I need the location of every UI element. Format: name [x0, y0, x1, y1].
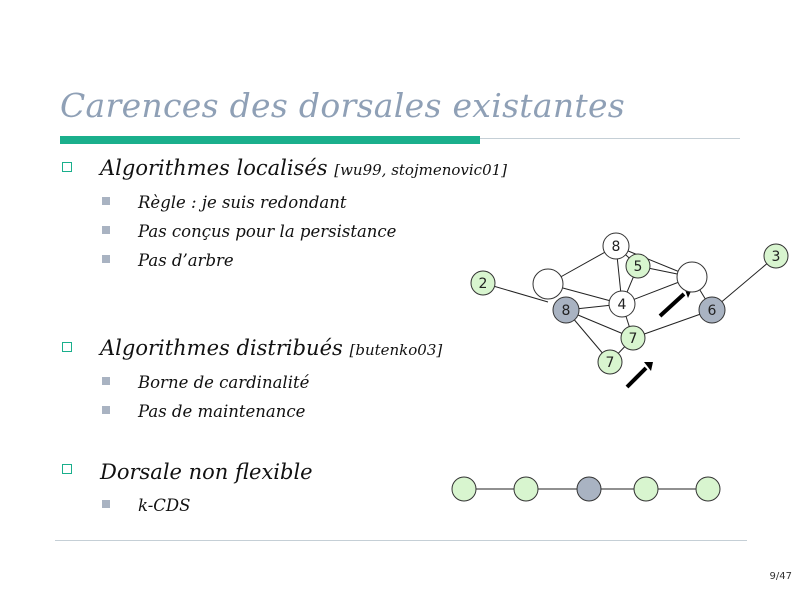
page-number: 9/47	[769, 571, 792, 582]
graph-node	[597, 349, 623, 375]
node-label: 7	[606, 355, 615, 371]
graph-node	[625, 253, 651, 279]
slide-title: Carences des dorsales existantes	[60, 86, 626, 125]
graph-node	[763, 243, 789, 269]
graph-node	[602, 232, 630, 260]
node-label: 5	[634, 259, 643, 275]
item-bullet	[102, 406, 110, 414]
chain-node	[513, 476, 539, 502]
list-item: k-CDS	[138, 496, 191, 515]
section-heading: Algorithmes distribués [butenko03]	[100, 336, 442, 360]
graph-node	[532, 268, 564, 300]
graph-node	[620, 325, 646, 351]
node-label: 7	[629, 331, 638, 347]
list-item: Pas de maintenance	[138, 402, 306, 421]
arrow-icon	[625, 362, 653, 389]
node-label: 8	[562, 303, 571, 319]
section-citation: [wu99, stojmenovic01]	[334, 161, 508, 179]
graph-node	[470, 270, 496, 296]
section-heading: Dorsale non flexible	[100, 460, 313, 484]
graph-node	[676, 261, 708, 293]
chain-node	[576, 476, 602, 502]
chain-node	[633, 476, 659, 502]
node-label: 4	[618, 297, 627, 313]
node-label: 2	[479, 276, 488, 292]
chain-node	[695, 476, 721, 502]
graph-node	[552, 296, 580, 324]
node-label: 3	[772, 249, 781, 265]
chain-node	[451, 476, 477, 502]
item-bullet	[102, 255, 110, 263]
item-bullet	[102, 226, 110, 234]
node-label: 6	[708, 303, 717, 319]
item-bullet	[102, 377, 110, 385]
section-label: Algorithmes localisés	[100, 156, 328, 180]
node-label: 8	[612, 239, 621, 255]
section-heading: Algorithmes localisés [wu99, stojmenovic…	[100, 156, 507, 180]
section-bullet	[62, 464, 72, 474]
title-accent-bar	[60, 136, 480, 144]
graph-node	[608, 290, 636, 318]
item-bullet	[102, 500, 110, 508]
section-bullet	[62, 162, 72, 172]
section-label: Dorsale non flexible	[100, 460, 313, 484]
chain-diagram	[451, 476, 721, 502]
item-bullet	[102, 197, 110, 205]
list-item: Pas conçus pour la persistance	[138, 222, 397, 241]
graph-node	[698, 296, 726, 324]
footer-rule	[55, 540, 747, 541]
section-label: Algorithmes distribués	[100, 336, 343, 360]
list-item: Règle : je suis redondant	[138, 193, 347, 212]
section-bullet	[62, 342, 72, 352]
list-item: Pas d’arbre	[138, 251, 234, 270]
list-item: Borne de cardinalité	[138, 373, 310, 392]
section-citation: [butenko03]	[349, 341, 443, 359]
